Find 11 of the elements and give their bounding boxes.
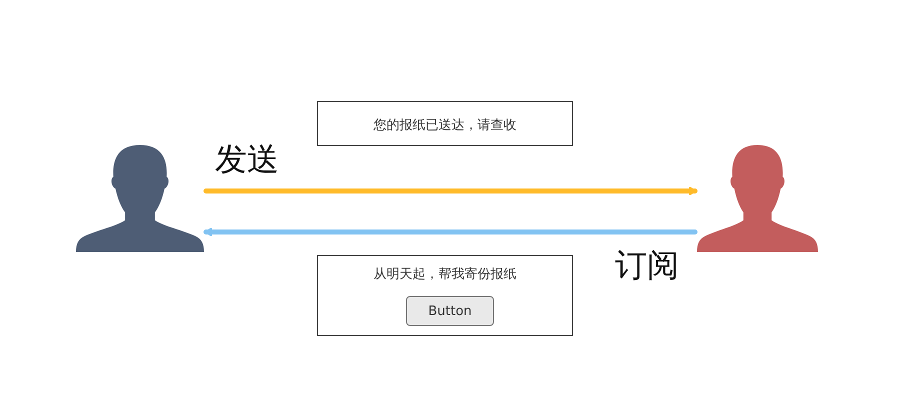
arrow — [204, 186, 698, 196]
button: Button — [406, 296, 494, 326]
message-text: 从明天起，帮我寄份报纸 — [372, 266, 518, 283]
edge-label: 发送 — [215, 139, 279, 180]
message-text: 您的报纸已送达，请查收 — [372, 117, 518, 134]
message-box — [317, 101, 573, 146]
person-silhouette — [76, 143, 204, 252]
message-box — [317, 255, 573, 336]
edge-label: 订阅 — [615, 245, 679, 286]
person-silhouette — [697, 143, 818, 252]
arrow — [204, 228, 698, 236]
